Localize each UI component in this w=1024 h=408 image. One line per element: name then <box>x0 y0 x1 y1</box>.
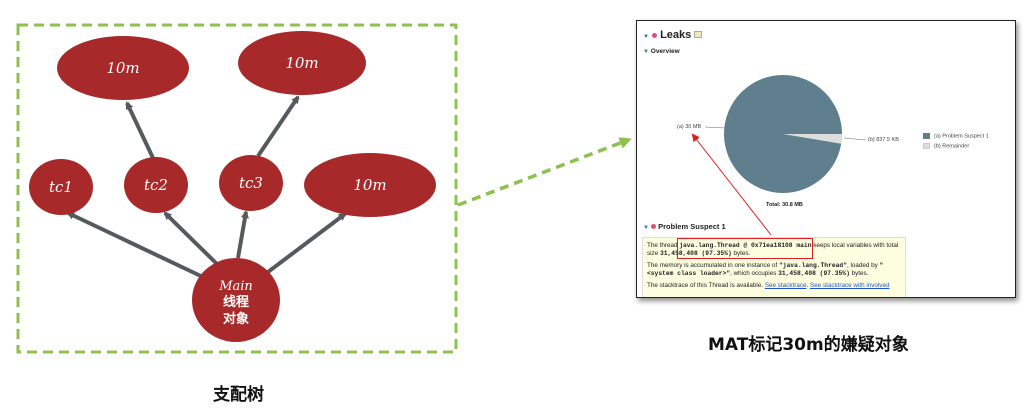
tree-frame <box>16 23 458 354</box>
node-10m-top-right <box>238 31 366 95</box>
suspect-paragraph-3: The stacktrace of this Thread is availab… <box>647 282 890 289</box>
suspect-header[interactable]: ▼ Problem Suspect 1 <box>643 222 726 231</box>
node-tc3 <box>219 155 283 211</box>
slice-b-label: (b) 837.5 KB <box>868 137 899 143</box>
red-arrow <box>691 133 772 236</box>
tree-caption: 支配树 <box>213 385 264 405</box>
edge-main-10m <box>266 212 347 274</box>
error-icon <box>652 33 658 38</box>
overview-header[interactable]: ▼ Overview <box>643 48 680 55</box>
label-10m-top-right: 10m <box>285 54 318 72</box>
green-dashed-arrow <box>457 137 632 207</box>
collapse-triangle-icon[interactable]: ▼ <box>643 49 649 55</box>
details-icon <box>694 31 703 38</box>
legend-label-b: (b) Remainder <box>934 143 970 150</box>
label-10m-right: 10m <box>353 176 386 194</box>
edge-main-tc2 <box>163 211 220 267</box>
node-tc2 <box>124 157 188 213</box>
pie-chart <box>691 75 867 236</box>
collapse-triangle-icon[interactable]: ▼ <box>643 34 649 40</box>
node-main-thread <box>192 258 280 342</box>
edge-main-tc1 <box>66 211 206 280</box>
label-main: Main <box>218 279 253 294</box>
node-10m-top-left <box>57 36 189 100</box>
edge-tc2-10m <box>125 101 155 159</box>
leaks-title: Leaks <box>660 29 692 41</box>
label-10m-top-left: 10m <box>106 59 139 77</box>
suspect-paragraph-2: The memory is accumulated in one instanc… <box>647 262 884 277</box>
edge-tc3-10m <box>256 95 300 158</box>
slice-a-label: (a) 30 MB <box>677 124 702 130</box>
edge-main-tc3 <box>236 210 249 259</box>
node-tc1 <box>29 159 93 215</box>
label-tc3: tc3 <box>239 174 263 192</box>
pie-slice-b <box>783 134 842 144</box>
leader-b <box>843 137 867 141</box>
mat-caption: MAT标记30m的嫌疑对象 <box>708 335 909 355</box>
legend-label-a: (a) Problem Suspect 1 <box>934 133 989 140</box>
label-tc2: tc2 <box>144 176 168 194</box>
highlight-box <box>677 238 813 259</box>
see-stacktrace-involved-link[interactable]: See stacktrace with involved <box>810 282 890 289</box>
label-main-line2: 线程 <box>223 294 249 310</box>
suspect-paragraph-1: The thread java.lang.Thread @ 0x71ea1810… <box>647 242 899 257</box>
node-10m-right <box>304 153 436 217</box>
legend-swatch-a <box>923 133 930 139</box>
suspect-title: Problem Suspect 1 <box>658 222 726 231</box>
overview-title: Overview <box>650 48 680 55</box>
collapse-triangle-icon[interactable]: ▼ <box>643 225 649 231</box>
error-icon <box>651 224 657 229</box>
see-stacktrace-link[interactable]: See stacktrace <box>764 282 807 289</box>
pie-total: Total: 30.8 MB <box>766 202 803 208</box>
mat-report-screenshot: ▼ Leaks ▼ Overview (a) 30 MB (b) 837.5 K… <box>636 20 1016 298</box>
legend-item-a: (a) Problem Suspect 1 <box>923 133 989 139</box>
label-tc1: tc1 <box>49 178 73 196</box>
legend-item-b: (b) Remainder <box>923 143 969 149</box>
leaks-header[interactable]: ▼ Leaks <box>643 29 703 41</box>
label-main-line3: 对象 <box>223 311 249 327</box>
suspect-description: The thread java.lang.Thread @ 0x71ea1810… <box>642 237 906 297</box>
legend-swatch-b <box>923 143 930 149</box>
leader-a <box>704 126 726 129</box>
